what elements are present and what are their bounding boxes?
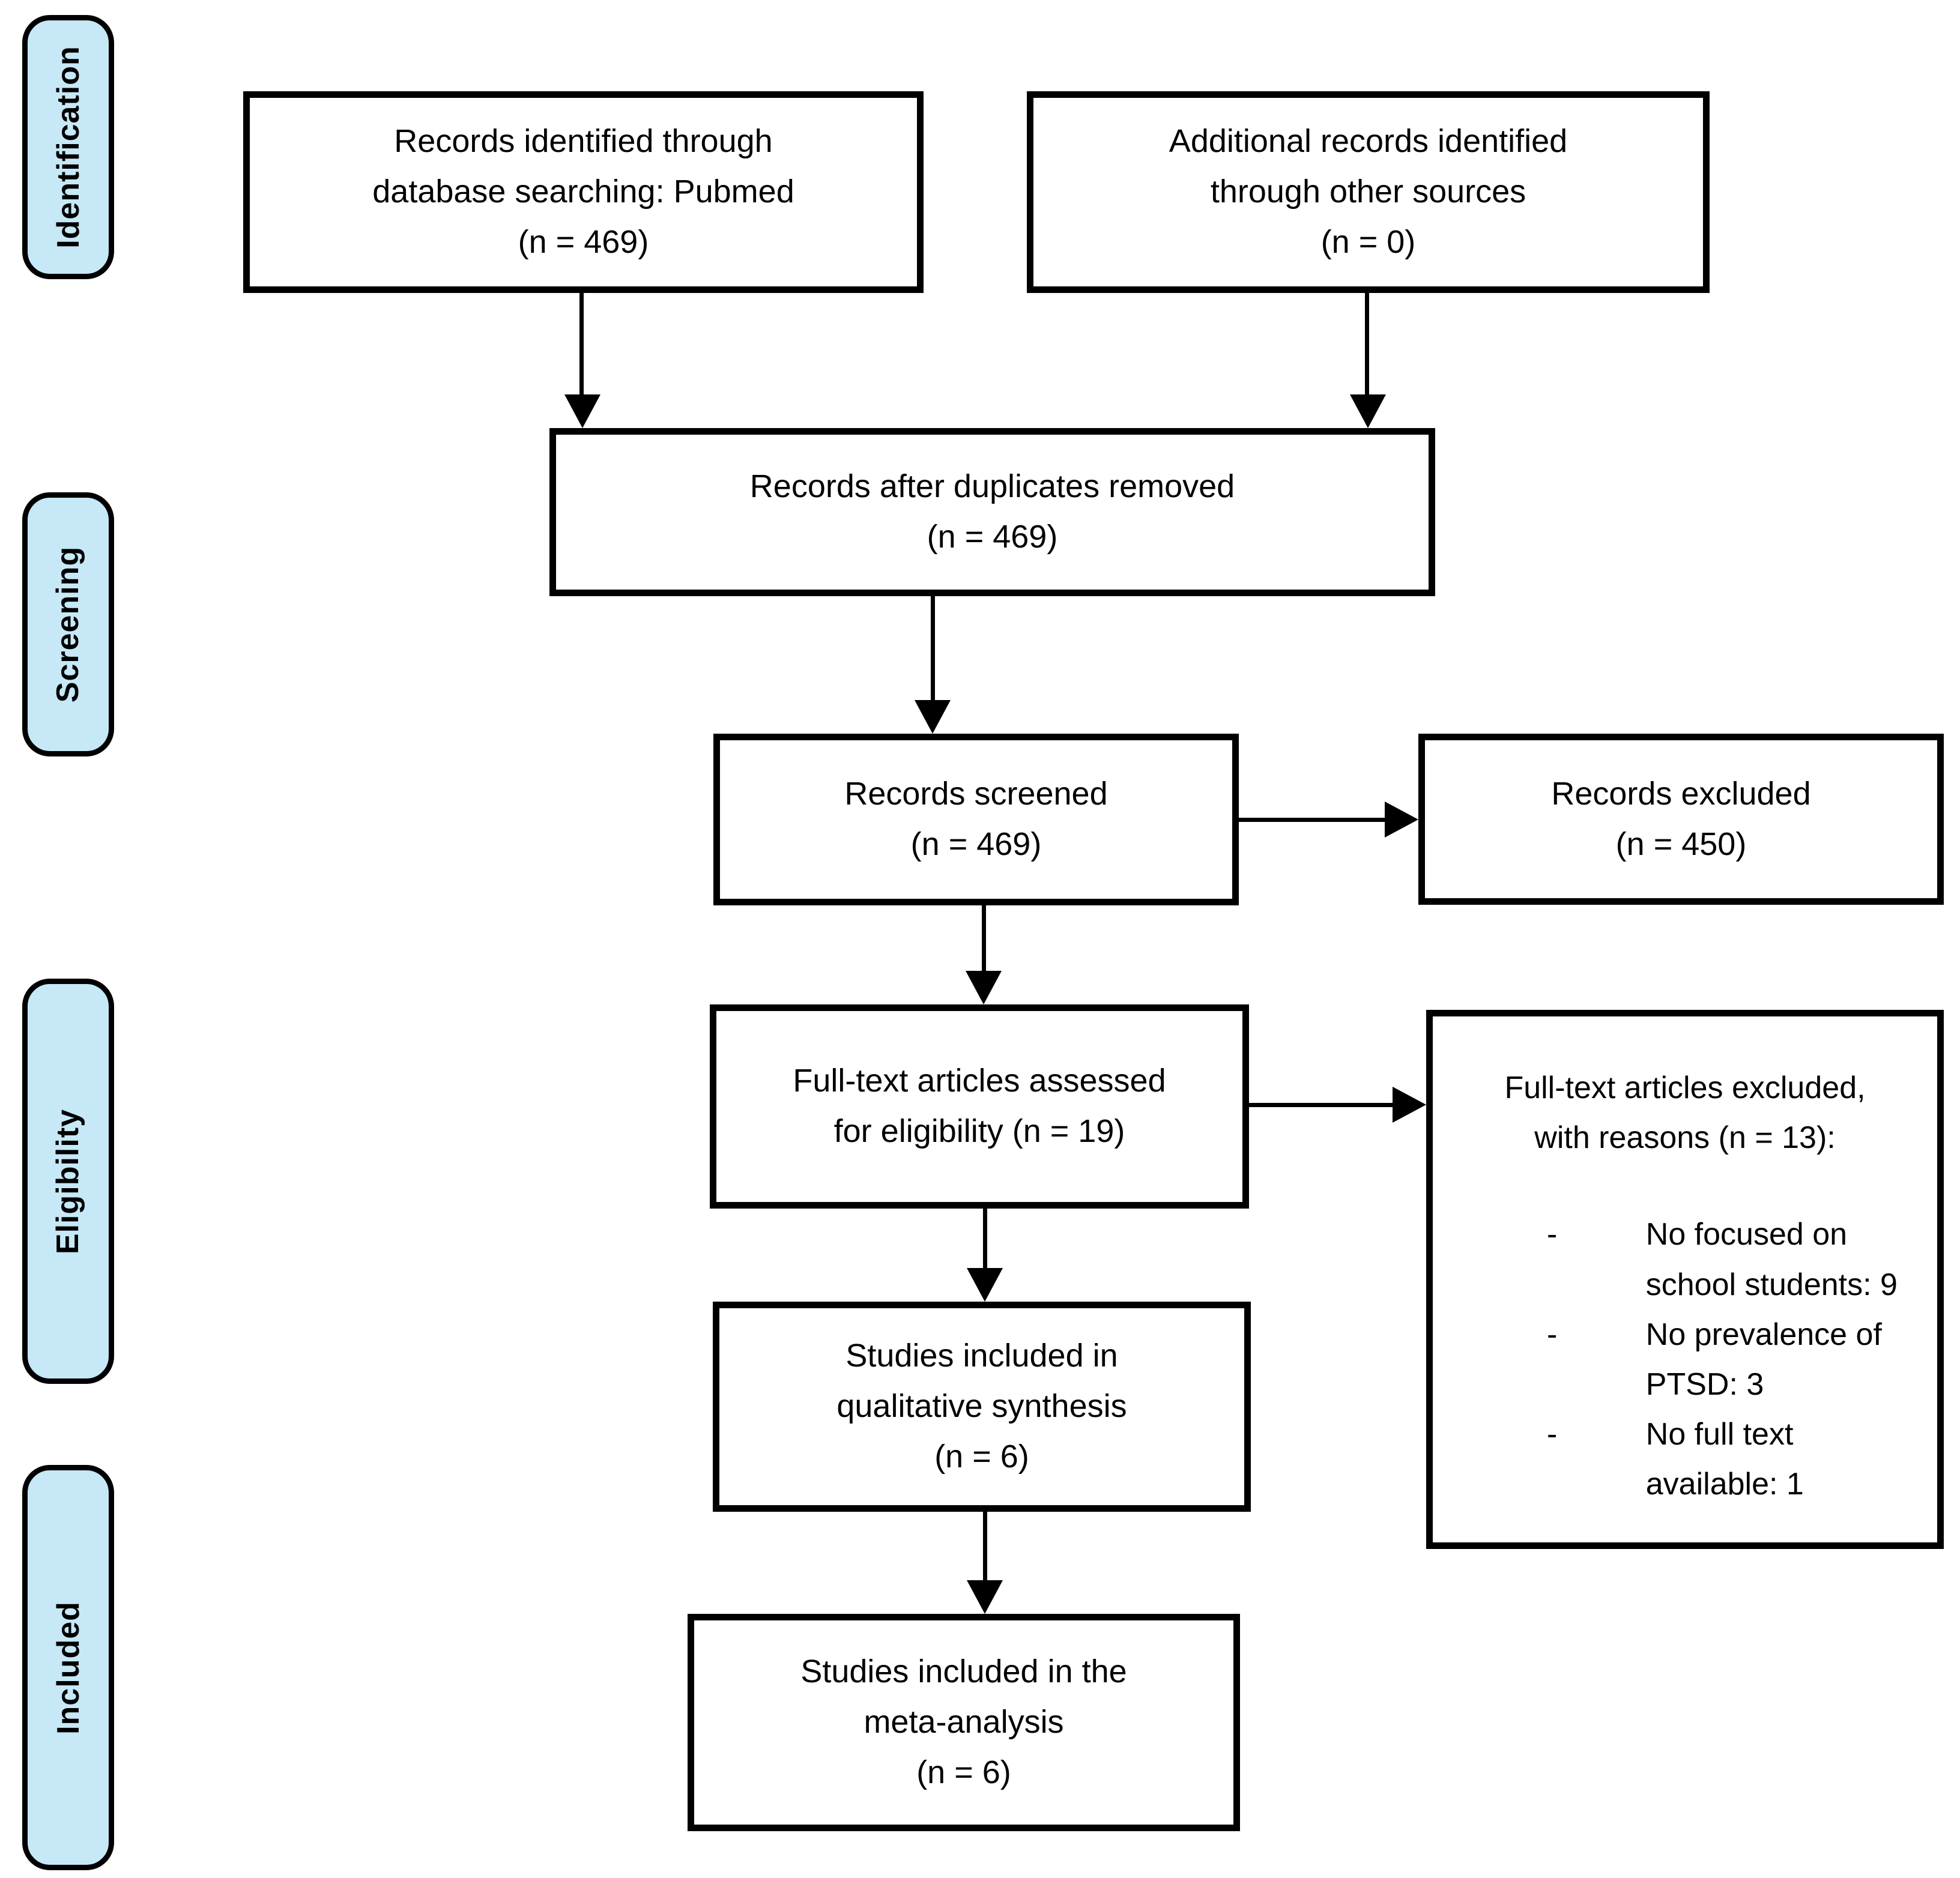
arrow-line — [931, 596, 935, 702]
arrow-line — [1249, 1103, 1395, 1107]
arrow-line — [579, 293, 584, 397]
bullet-dash: - — [1547, 1317, 1558, 1352]
bullet-dash: - — [1547, 1217, 1558, 1252]
box-qualitative-synthesis-text: Studies included in qualitative synthesi… — [836, 1338, 1127, 1475]
arrowhead-down-icon — [966, 971, 1002, 1004]
box-records-screened-text: Records screened (n = 469) — [844, 776, 1108, 862]
box-fulltext-assessed: Full-text articles assessed for eligibil… — [710, 1004, 1249, 1209]
arrow-line — [982, 905, 986, 973]
reason-text: No prevalence of PTSD: 3 — [1645, 1317, 1882, 1402]
list-item: - No focused on school students: 9 — [1529, 1210, 1925, 1309]
stage-label-eligibility-text: Eligibility — [50, 1108, 86, 1254]
stage-label-included-text: Included — [50, 1601, 86, 1735]
arrowhead-down-icon — [915, 700, 951, 734]
box-additional-records-text: Additional records identified through ot… — [1169, 123, 1568, 260]
box-records-screened: Records screened (n = 469) — [713, 734, 1239, 905]
box-after-duplicates: Records after duplicates removed (n = 46… — [549, 428, 1435, 596]
fulltext-excluded-reason-list: - No focused on school students: 9 - No … — [1445, 1210, 1925, 1509]
arrowhead-down-icon — [967, 1268, 1003, 1302]
box-records-excluded-text: Records excluded (n = 450) — [1551, 775, 1811, 862]
arrow-line — [1239, 818, 1390, 822]
box-fulltext-excluded: Full-text articles excluded, with reason… — [1426, 1010, 1944, 1549]
box-after-duplicates-text: Records after duplicates removed (n = 46… — [749, 468, 1235, 555]
bullet-dash: - — [1547, 1417, 1558, 1452]
arrowhead-down-icon — [1350, 394, 1386, 428]
stage-label-screening-text: Screening — [50, 546, 86, 703]
box-records-excluded: Records excluded (n = 450) — [1418, 734, 1944, 905]
stage-label-eligibility: Eligibility — [22, 979, 114, 1384]
box-records-identified: Records identified through database sear… — [243, 91, 924, 293]
stage-label-identification-text: Identification — [50, 46, 86, 249]
reason-text: No focused on school students: 9 — [1645, 1217, 1898, 1302]
reason-text: No full text available: 1 — [1645, 1417, 1804, 1502]
arrowhead-down-icon — [967, 1580, 1003, 1614]
box-additional-records: Additional records identified through ot… — [1027, 91, 1710, 293]
list-item: - No full text available: 1 — [1529, 1410, 1925, 1509]
box-meta-analysis-text: Studies included in the meta-analysis (n… — [800, 1653, 1127, 1790]
arrow-line — [1365, 293, 1369, 397]
arrowhead-down-icon — [564, 394, 600, 428]
box-records-identified-text: Records identified through database sear… — [372, 123, 794, 260]
arrowhead-right-icon — [1393, 1087, 1426, 1123]
stage-label-identification: Identification — [22, 15, 114, 279]
box-qualitative-synthesis: Studies included in qualitative synthesi… — [713, 1302, 1251, 1512]
arrow-line — [983, 1512, 987, 1584]
box-fulltext-excluded-header: Full-text articles excluded, with reason… — [1504, 1070, 1866, 1156]
stage-label-included: Included — [22, 1465, 114, 1870]
box-fulltext-assessed-text: Full-text articles assessed for eligibil… — [793, 1063, 1166, 1149]
arrowhead-right-icon — [1385, 802, 1418, 838]
box-meta-analysis: Studies included in the meta-analysis (n… — [688, 1614, 1240, 1831]
arrow-line — [983, 1209, 987, 1272]
stage-label-screening: Screening — [22, 492, 114, 756]
list-item: - No prevalence of PTSD: 3 — [1529, 1310, 1925, 1410]
